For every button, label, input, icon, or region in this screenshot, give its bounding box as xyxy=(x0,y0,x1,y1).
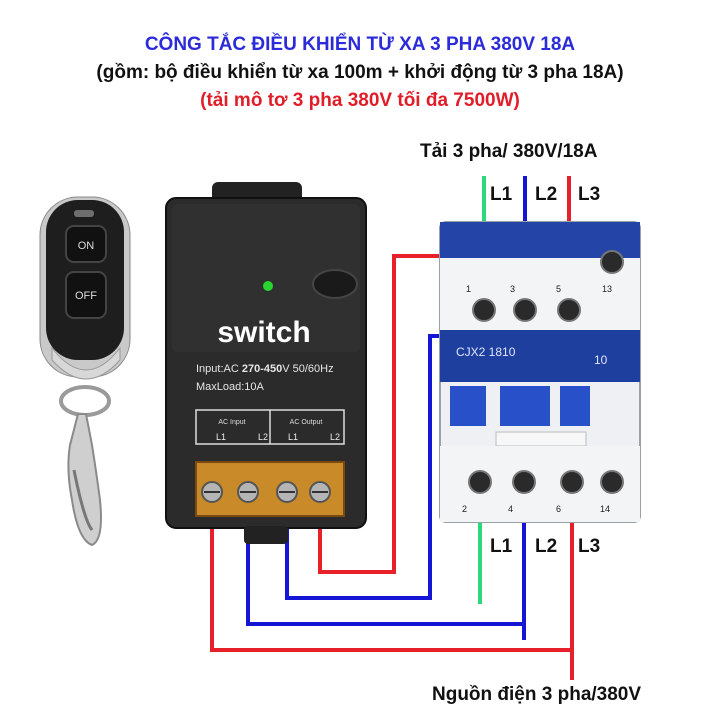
load-phase-l3: L3 xyxy=(578,184,601,205)
screw-icon xyxy=(600,470,624,494)
screw-icon xyxy=(560,470,584,494)
on-button-label: ON xyxy=(78,240,95,252)
terminal-l1-out: L1 xyxy=(288,432,298,442)
source-phase-l3: L3 xyxy=(578,536,601,557)
terminal-num-14: 14 xyxy=(600,504,610,514)
page-title: CÔNG TẮC ĐIỀU KHIỂN TỪ XA 3 PHA 380V 18A xyxy=(144,34,576,55)
off-button[interactable] xyxy=(65,271,107,319)
contactor-model: CJX2 1810 xyxy=(456,345,516,359)
screw-icon xyxy=(472,298,496,322)
terminal-num-3: 3 xyxy=(510,284,515,294)
pair-button[interactable] xyxy=(312,269,358,299)
page-note: (tải mô tơ 3 pha 380V tối đa 7500W) xyxy=(200,90,520,111)
page-subtitle: (gồm: bộ điều khiển từ xa 100m + khởi độ… xyxy=(96,62,624,83)
terminal-l2-out: L2 xyxy=(330,432,340,442)
contactor: 1 3 5 13 CJX2 1810 10 2 4 6 14 xyxy=(439,221,641,523)
load-phase-l2: L2 xyxy=(535,184,558,205)
terminal-num-5: 5 xyxy=(556,284,561,294)
remote-control: ON OFF xyxy=(39,196,131,547)
source-label: Nguồn điện 3 pha/380V xyxy=(432,684,642,705)
terminal-l2-in: L2 xyxy=(258,432,268,442)
screw-icon xyxy=(468,470,492,494)
screw-icon xyxy=(512,470,536,494)
wire-source-l3-red xyxy=(210,484,574,652)
contactor-code: 10 xyxy=(594,353,608,367)
screw-icon xyxy=(557,298,581,322)
load-label: Tải 3 pha/ 380V/18A xyxy=(420,141,598,162)
screw-icon xyxy=(513,298,537,322)
keyring-icon xyxy=(59,385,111,417)
terminal-num-4: 4 xyxy=(508,504,513,514)
source-phase-l2: L2 xyxy=(535,536,558,557)
on-button[interactable] xyxy=(65,225,107,263)
terminal-num-13: 13 xyxy=(602,284,612,294)
terminal-num-1: 1 xyxy=(466,284,471,294)
load-phase-l1: L1 xyxy=(490,184,513,205)
terminal-l1-in: L1 xyxy=(216,432,226,442)
lobster-clasp-icon xyxy=(67,413,102,547)
terminal-num-2: 2 xyxy=(462,504,467,514)
status-led-icon xyxy=(263,281,273,291)
wire-switch-load-red xyxy=(318,254,471,574)
switch-input-rating: Input:AC 270-450V 50/60Hz xyxy=(196,363,334,375)
source-phase-l1: L1 xyxy=(490,536,513,557)
switch-brand-label: switch xyxy=(217,316,310,349)
terminal-output-label: AC Output xyxy=(290,419,323,426)
switch-maxload: MaxLoad:10A xyxy=(196,381,265,393)
screw-icon xyxy=(600,250,624,274)
switch-module: switch Input:AC 270-450V 50/60Hz MaxLoad… xyxy=(165,182,367,544)
terminal-num-6: 6 xyxy=(556,504,561,514)
terminal-input-label: AC Input xyxy=(218,419,245,426)
off-button-label: OFF xyxy=(75,290,97,302)
screw-terminals xyxy=(201,481,331,503)
